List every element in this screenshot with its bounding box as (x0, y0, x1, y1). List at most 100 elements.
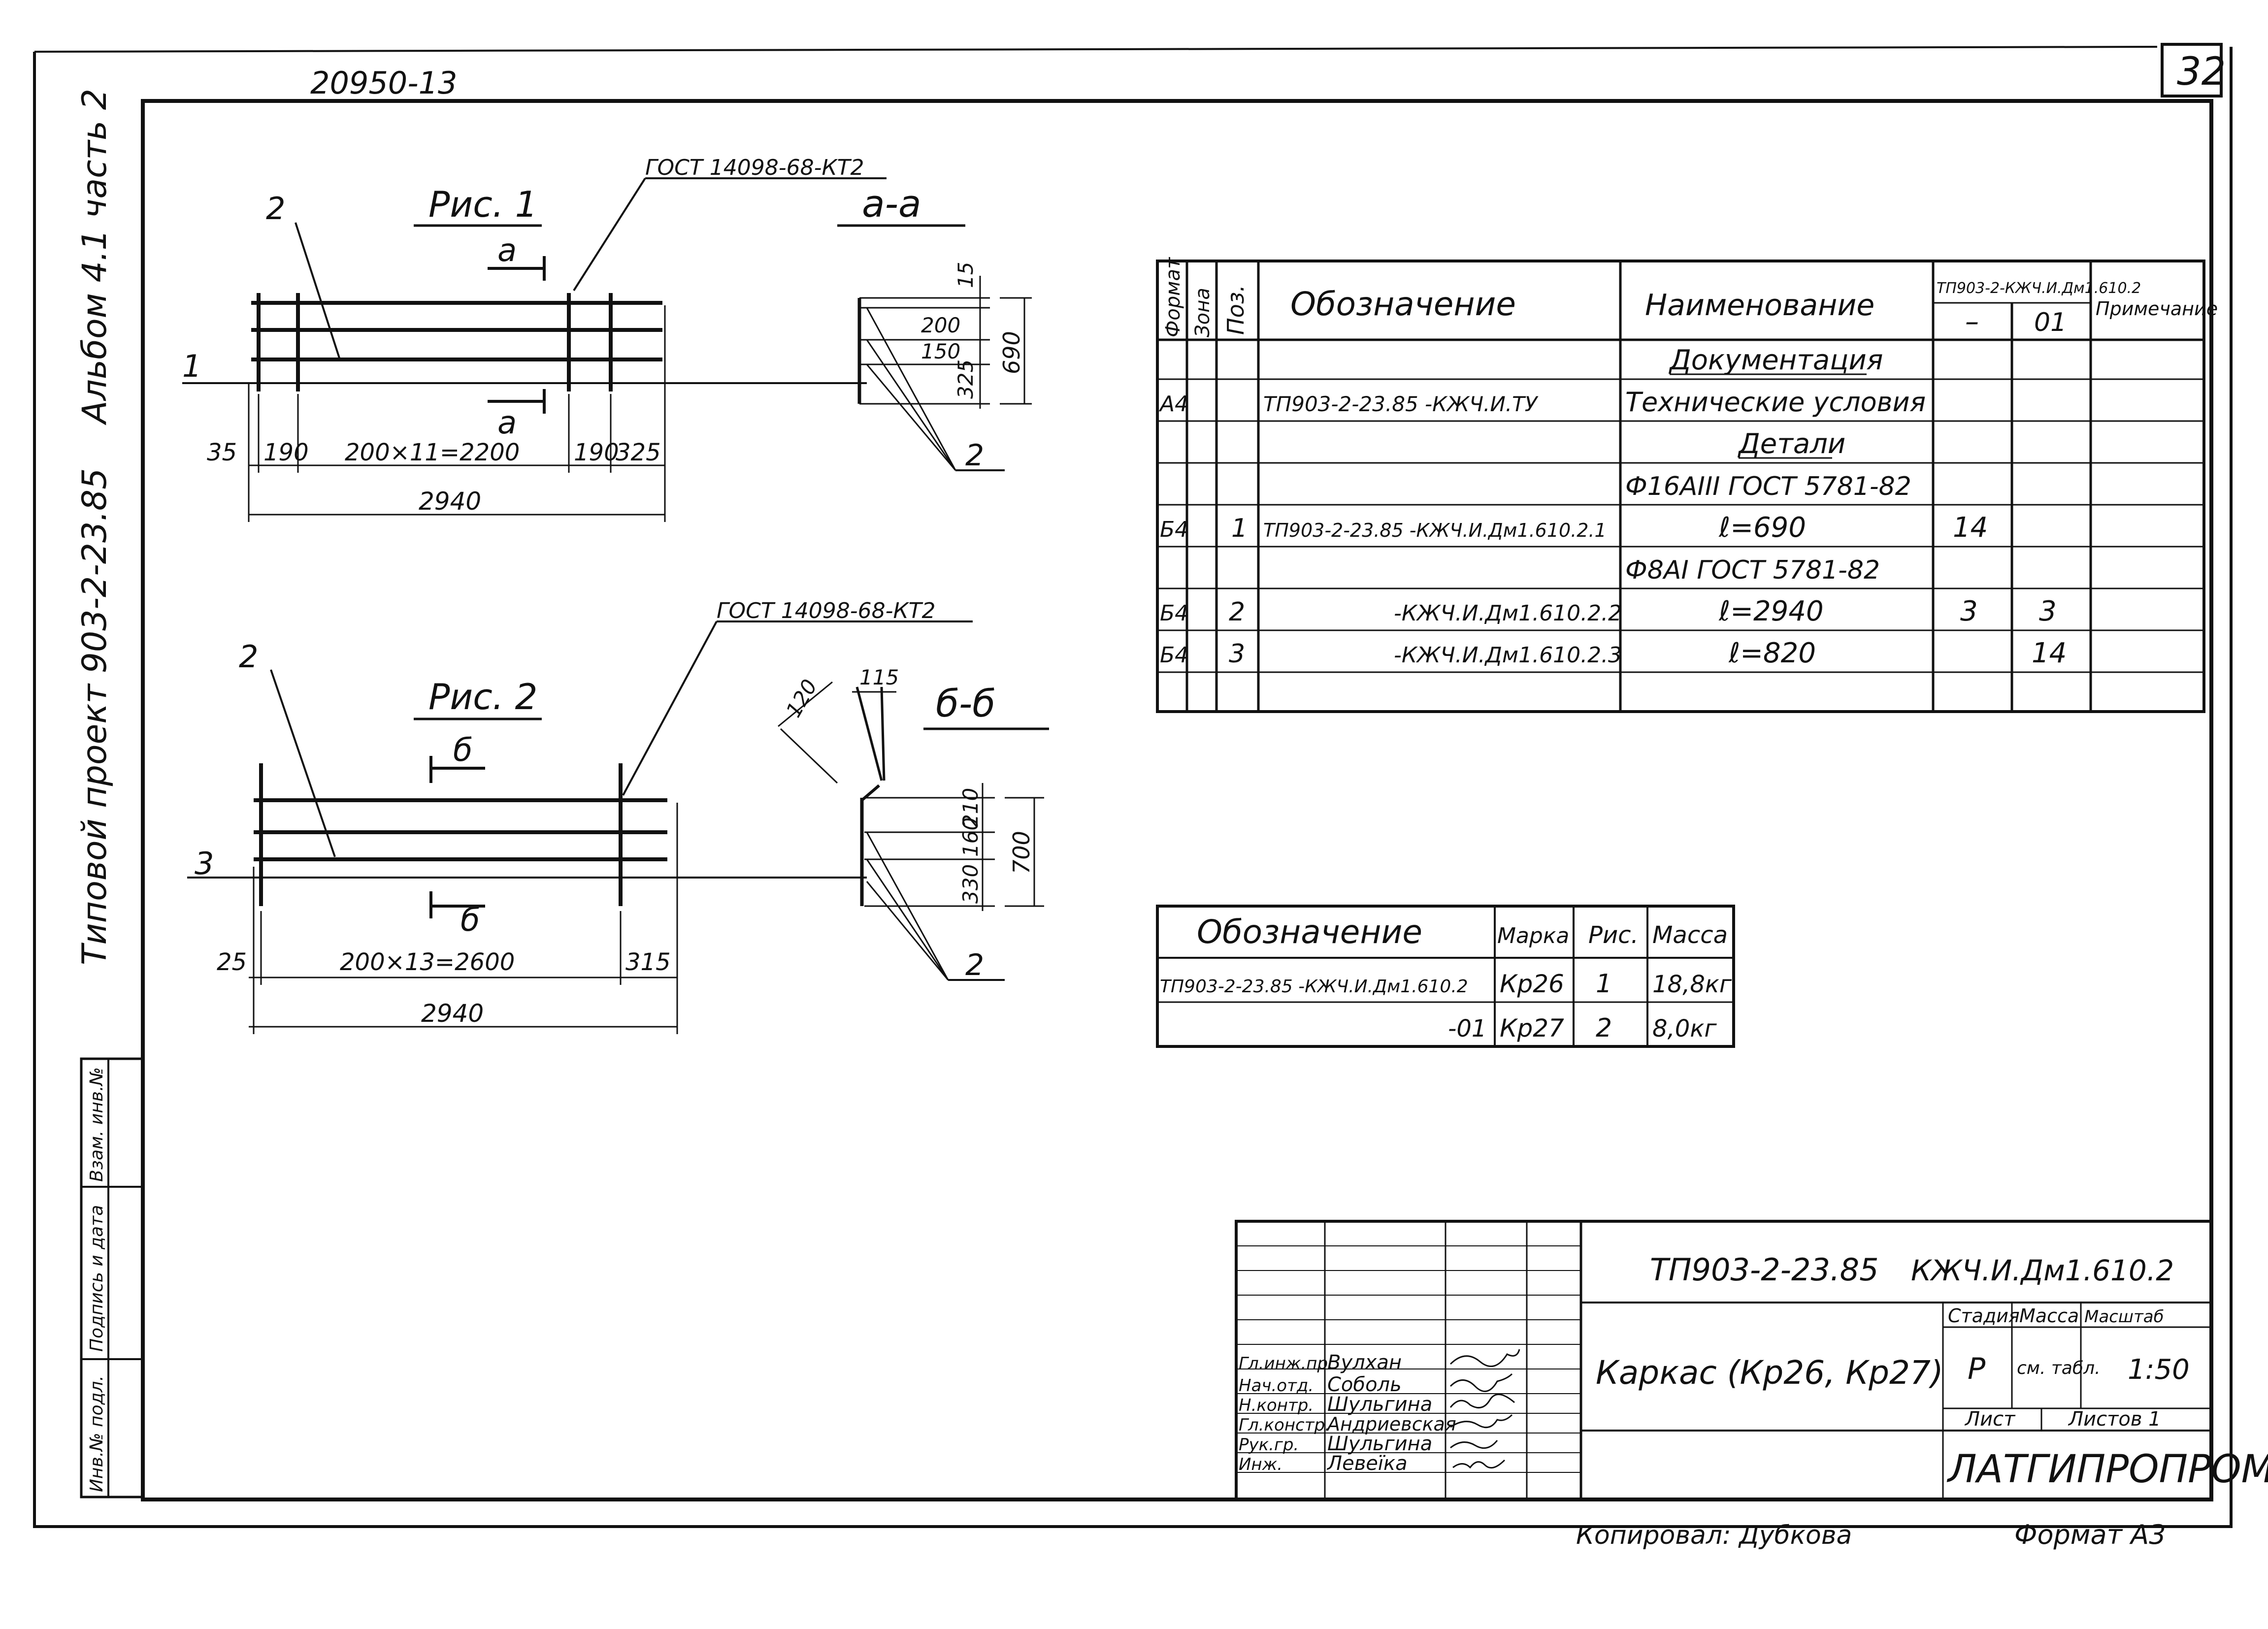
side-stamp-inv: Инв.№ подл. (87, 1375, 107, 1492)
spec-row-4-designation: ТП903-2-23.85 -КЖЧ.И.Дм1.610.2.1 (1263, 520, 1607, 541)
spec-row-4-qty: 14 (1953, 512, 1988, 544)
spec-header-zone: Зона (1191, 288, 1214, 337)
signature-name-4: Шульгина (1327, 1433, 1432, 1455)
title-mass-label: Масса (2019, 1305, 2079, 1327)
album-label: Альбом 4.1 часть 2 (75, 89, 114, 425)
signature-name-1: Соболь (1327, 1373, 1402, 1396)
figure-1-pos-bars: 2 (266, 191, 285, 227)
title-sheet-label: Лист (1964, 1408, 2016, 1431)
figure-2-title: Рис. 2 (428, 676, 537, 717)
spec-row-1-name: Технические условия (1625, 387, 1926, 418)
spec-header-name: Наименование (1645, 288, 1874, 323)
figure-1-pos-main: 1 (182, 348, 201, 384)
figure-2-dim-2600: 200×13=2600 (340, 948, 515, 976)
figure-1-section-dim-150: 150 (921, 339, 960, 363)
figure-2-dim-25: 25 (217, 948, 247, 976)
title-scale: 1:50 (2128, 1354, 2190, 1386)
mass-row-1-mark: Кр27 (1500, 1014, 1564, 1043)
page-number: 32 (2177, 50, 2226, 94)
side-stamp: Инв.№ подл. Подпись и дата Взам. инв.№ (80, 1057, 144, 1499)
spec-row-6-designation: -КЖЧ.И.Дм1.610.2.2 (1394, 601, 1622, 626)
sheet-format: Формат А3 (2014, 1519, 2166, 1550)
copied-by: Копировал: Дубкова (1576, 1521, 1852, 1550)
figure-1-section-total: 690 (998, 331, 1025, 374)
signature-role-4: Рук.гр. (1239, 1435, 1299, 1455)
spec-table: Формат Зона Поз. Обозначение Наименовани… (1156, 257, 2218, 713)
signature-role-2: Н.контр. (1239, 1396, 1314, 1415)
spec-row-4-pos: 1 (1231, 514, 1248, 543)
mass-row-0-mark: Кр26 (1500, 970, 1564, 998)
spec-row-2-name: Детали (1737, 428, 1845, 460)
mass-row-1-designation: -01 (1448, 1015, 1486, 1043)
spec-row-5-name: Ф8АI ГОСТ 5781-82 (1625, 555, 1880, 585)
figure-1-dim-total: 2940 (419, 487, 481, 516)
title-organization: ЛАТГИПРОПРОМ (1946, 1447, 2268, 1492)
figure-1-dim-190a: 190 (263, 439, 309, 466)
spec-row-7-name: ℓ=820 (1728, 637, 1816, 669)
spec-row-4-name: ℓ=690 (1718, 512, 1806, 544)
spec-row-6-name: ℓ=2940 (1718, 595, 1824, 627)
figure-2-section-dim-210: 210 (958, 788, 983, 827)
spec-row-6-pos: 2 (1229, 597, 1245, 627)
figure-2-section-title: б-б (936, 682, 995, 725)
figure-2: Рис. 2 ГОСТ 14098-68-КТ2 2 3 б б 25 200×… (187, 598, 1049, 1034)
mass-row-0-mass: 18,8кг (1652, 971, 1732, 998)
figure-2-section-dim-160: 160 (958, 817, 983, 857)
signature-name-2: Шульгина (1327, 1393, 1432, 1416)
mass-header-mark: Марка (1497, 923, 1569, 948)
figure-1-section-dim-15: 15 (953, 262, 978, 288)
spec-header-note: Примечание (2096, 298, 2218, 320)
figure-1-dim-2200: 200×11=2200 (345, 439, 520, 466)
signature-name-5: Левеїкa (1326, 1452, 1408, 1475)
figure-2-pos-bars: 2 (239, 639, 258, 675)
spec-header-ver-01: 01 (2034, 308, 2067, 337)
handwritten-signatures (1449, 1349, 1520, 1469)
mass-header-mass: Масса (1652, 921, 1728, 949)
mass-row-0-fig: 1 (1596, 969, 1612, 999)
spec-row-1-format: А4 (1158, 391, 1188, 417)
inventory-code: 20950-13 (310, 65, 458, 101)
spec-header-format: Формат (1162, 257, 1184, 337)
figure-2-section-total: 700 (1008, 831, 1035, 874)
mass-row-0-designation: ТП903-2-23.85 -КЖЧ.И.Дм1.610.2 (1160, 977, 1468, 997)
spec-row-4-format: Б4 (1160, 517, 1188, 542)
figure-1-dim-35: 35 (207, 439, 237, 466)
figure-2-weld-label: ГОСТ 14098-68-КТ2 (717, 598, 936, 623)
figure-1-section-mark-top: а (497, 232, 517, 269)
figure-2-detail-dim-115: 115 (859, 665, 899, 689)
page-number-box: 32 (2161, 43, 2226, 98)
figure-1-weld-label: ГОСТ 14098-68-КТ2 (645, 155, 864, 180)
spec-row-7-pos: 3 (1229, 639, 1245, 669)
spec-header-pos: Поз. (1222, 285, 1249, 335)
title-scale-label: Масштаб (2084, 1307, 2164, 1327)
spec-row-1-designation: ТП903-2-23.85 -КЖЧ.И.ТУ (1263, 392, 1539, 416)
figure-1-section-dim-200: 200 (921, 313, 960, 337)
mass-table: Обозначение Марка Рис. Масса ТП903-2-23.… (1156, 905, 1735, 1048)
signature-name-3: Андриевская (1326, 1413, 1456, 1435)
signature-role-5: Инж. (1239, 1455, 1282, 1474)
figure-2-section-dim-330: 330 (958, 864, 983, 904)
title-drawing-code: КЖЧ.И.Дм1.610.2 (1911, 1254, 2174, 1287)
mass-header-designation: Обозначение (1197, 913, 1422, 951)
figure-1-section-mark-bottom: а (497, 405, 517, 441)
signature-name-0: Вулхан (1327, 1351, 1402, 1374)
sheet-frame (33, 46, 2233, 1528)
signature-role-3: Гл.констр. (1239, 1415, 1330, 1435)
title-sheets-label: Листов 1 (2068, 1408, 2161, 1431)
spec-row-0-name: Документация (1668, 344, 1883, 376)
spec-row-7-qty01: 14 (2032, 637, 2067, 669)
spec-row-6-qty: 3 (1960, 595, 1978, 627)
figure-2-detail-dim-120: 120 (781, 675, 822, 721)
signature-role-1: Нач.отд. (1239, 1376, 1314, 1396)
side-stamp-repl: Взам. инв.№ (87, 1067, 107, 1182)
title-stage-label: Стадия (1948, 1305, 2020, 1327)
figure-1-dim-325: 325 (616, 439, 661, 466)
side-stamp-sign: Подпись и дата (87, 1205, 107, 1352)
mass-row-1-mass: 8,0кг (1652, 1015, 1717, 1043)
figure-2-pos-main: 3 (195, 846, 214, 881)
spec-header-ver-main: – (1965, 306, 1979, 338)
figure-2-section-mark-bottom: б (460, 902, 480, 939)
signature-role-0: Гл.инж.пр. (1239, 1354, 1333, 1373)
project-label: Типовой проект 903-2-23.85 (75, 468, 114, 965)
